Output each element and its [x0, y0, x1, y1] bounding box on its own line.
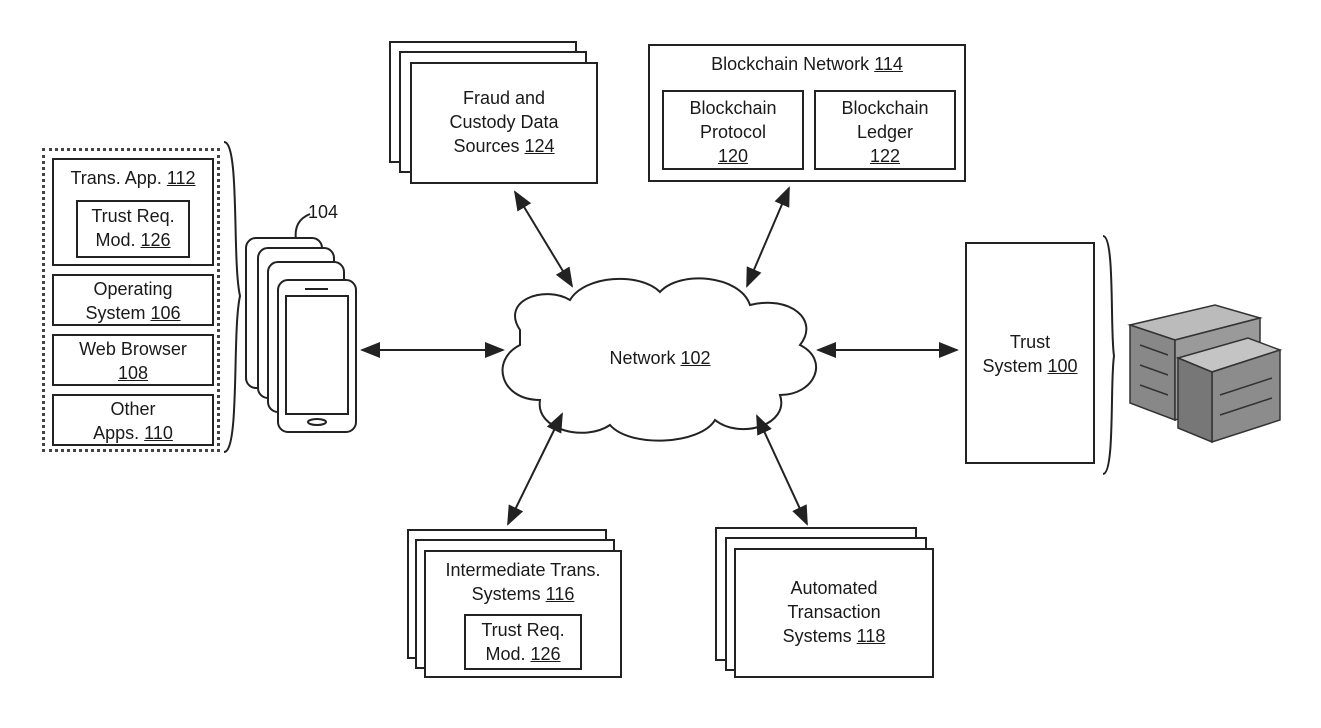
device-ref: 104: [308, 200, 348, 224]
fraud-ref: 124: [525, 136, 555, 156]
trans-app-ref: 112: [167, 168, 196, 188]
blockchain-protocol-box: Blockchain Protocol 120: [662, 90, 804, 170]
mobile-devices: [246, 238, 356, 432]
fraud-line1: Fraud and: [412, 86, 596, 110]
network-label: Network 102: [560, 346, 760, 370]
protocol-line2: Protocol: [664, 120, 802, 144]
blockchain-title-ref: 114: [874, 54, 903, 74]
other-line1: Other: [54, 397, 212, 421]
other-apps-box: Other Apps. 110: [52, 394, 214, 446]
intermediate-label: Intermediate Trans. Systems 116: [426, 558, 620, 606]
automated-line3: Systems: [783, 626, 852, 646]
intermediate-module-ref: 126: [531, 644, 561, 664]
browser-ref: 108: [54, 361, 212, 385]
device-ref-label: 104: [308, 200, 348, 224]
trans-app-label: Trans. App. 112: [54, 166, 212, 190]
other-line2: Apps.: [93, 423, 139, 443]
trust-system-label: Trust System 100: [967, 330, 1093, 378]
trust-module-line1: Trust Req.: [78, 204, 188, 228]
network-ref: 102: [680, 348, 710, 368]
operating-system-box: Operating System 106: [52, 274, 214, 326]
automated-ref: 118: [857, 626, 886, 646]
trust-system-line1: Trust: [967, 330, 1093, 354]
os-line2: System: [85, 303, 145, 323]
automated-line2: Transaction: [736, 600, 932, 624]
blockchain-network-box: Blockchain Network 114 Blockchain Protoc…: [648, 44, 966, 182]
fraud-line3-text: Sources: [453, 136, 519, 156]
other-ref: 110: [144, 423, 173, 443]
trust-module-line2: Mod.: [95, 230, 135, 250]
os-ref: 106: [150, 303, 180, 323]
fraud-sources-label: Fraud and Custody Data Sources 124: [412, 86, 596, 158]
blockchain-title-text: Blockchain Network: [711, 54, 869, 74]
intermediate-line2: Systems: [472, 584, 541, 604]
protocol-ref: 120: [664, 144, 802, 168]
fraud-line2: Custody Data: [412, 110, 596, 134]
os-line1: Operating: [54, 277, 212, 301]
web-browser-box: Web Browser 108: [52, 334, 214, 386]
blockchain-network-title: Blockchain Network 114: [650, 52, 964, 76]
browser-line1: Web Browser: [54, 337, 212, 361]
trust-system-ref: 100: [1047, 356, 1077, 376]
protocol-line1: Blockchain: [664, 96, 802, 120]
trans-app-box: Trans. App. 112 Trust Req. Mod. 126: [52, 158, 214, 266]
ledger-ref: 122: [816, 144, 954, 168]
fraud-line3: Sources 124: [412, 134, 596, 158]
trust-system-box: Trust System 100: [965, 242, 1095, 464]
automated-systems-box: Automated Transaction Systems 118: [734, 548, 934, 678]
intermediate-ref: 116: [546, 584, 575, 604]
trans-app-text: Trans. App.: [70, 168, 161, 188]
intermediate-module-line2: Mod.: [485, 644, 525, 664]
automated-line1: Automated: [736, 576, 932, 600]
fraud-sources-box: Fraud and Custody Data Sources 124: [410, 62, 598, 184]
intermediate-module-line1: Trust Req.: [466, 618, 580, 642]
automated-label: Automated Transaction Systems 118: [736, 576, 932, 648]
server-icon: [1130, 305, 1280, 442]
intermediate-line1: Intermediate Trans.: [426, 558, 620, 582]
intermediate-systems-box: Intermediate Trans. Systems 116 Trust Re…: [424, 550, 622, 678]
intermediate-trust-module-box: Trust Req. Mod. 126: [464, 614, 582, 670]
ledger-line1: Blockchain: [816, 96, 954, 120]
trust-module-box: Trust Req. Mod. 126: [76, 200, 190, 258]
trust-module-ref: 126: [141, 230, 171, 250]
trust-system-line2: System: [982, 356, 1042, 376]
ledger-line2: Ledger: [816, 120, 954, 144]
network-text: Network: [609, 348, 675, 368]
blockchain-ledger-box: Blockchain Ledger 122: [814, 90, 956, 170]
